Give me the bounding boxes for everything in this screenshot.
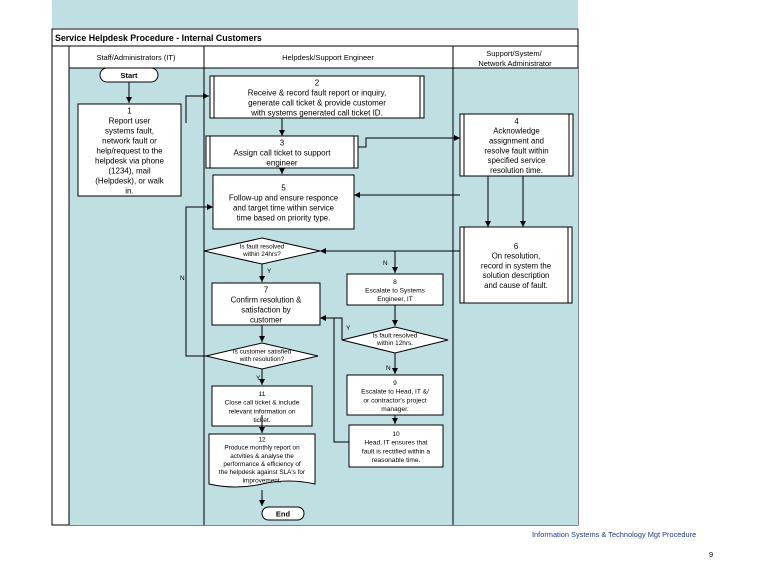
step-9-text-line: manager. [381,406,409,413]
step-2-number: 2 [315,79,320,88]
step-9-text-line: Escalate to Head, IT &/ [361,389,429,396]
step-2-text-line: generate call ticket & provide customer [248,99,386,108]
step-3-number: 3 [280,139,285,148]
connectors [126,82,526,506]
step-1-text-line: helpdesk via phone [95,157,164,166]
lane-header-staff: Staff/Administrators (IT) [96,53,176,62]
step-8-text-line: Escalate to Systems [365,288,425,295]
branch-no-satisfied: N [180,275,185,282]
step-1-text-line: Report user [109,117,151,126]
step-8-number: 8 [393,279,397,286]
step-7-text-line: customer [250,316,282,325]
step-2-text-line: Receive & record fault report or inquiry… [248,89,387,98]
page-number: 9 [709,550,714,559]
step-5-text-line: time based on priority type. [237,214,331,223]
step-4-number: 4 [514,117,519,126]
step-4-text-line: Acknowledge [493,127,539,136]
step-1-text-line: in. [125,187,133,196]
diagram-title: Service Helpdesk Procedure - Internal Cu… [55,33,262,43]
step-1-text-line: help/request to the [96,147,163,156]
step-5-text-line: Follow-up and ensure responce [229,194,338,203]
step-11-number: 11 [259,391,266,398]
step-1-number: 1 [127,107,132,116]
step-7-text-line: satisfaction by [241,306,291,315]
step-7-text-line: Confirm resolution & [231,296,302,305]
top-band [52,0,578,28]
step-4-text-line: assignment and [489,137,544,146]
end-terminal [261,506,305,521]
lane-header-sysadmin: Support/System/ Network Administrator [478,49,552,68]
step-9-text-line: or contractor's project [363,397,426,404]
step-10-text-line: reasonable time. [372,457,421,464]
start-label: Start [120,71,138,80]
step-6-text-line: and cause of fault. [484,281,548,290]
branch-yes-12hrs: Y [346,325,351,332]
step-6-text-line: record in system the [481,261,551,270]
step-10-number: 10 [392,431,400,438]
branch-no-24hrs: N [383,260,388,267]
step-4-text-line: specified service [488,156,546,165]
end-label: End [276,510,291,519]
step-4-text-line: resolution time. [490,166,543,175]
step-8-text-line: Engineer, IT [377,296,413,303]
step-1-text-line: (Helpdesk), or walk [95,177,164,186]
step-12-text-line: improvement. [243,477,282,484]
step-12-text-line: Produce monthly report on [224,445,300,452]
step-10-text-line: Head, IT ensures that [364,440,427,447]
branch-yes-satisfied: Y [256,375,261,382]
step-12-number: 12 [258,436,266,443]
step-12-text-line: actvities & analyse the [230,453,294,460]
step-1-text-line: network fault or [102,137,157,146]
branch-no-12hrs: N [386,365,391,372]
branch-yes-24hrs: Y [267,268,272,275]
step-12-text-line: performance & efficiency of [223,461,301,468]
step-7-number: 7 [264,286,268,295]
step-6-text-line: On resolution, [492,252,541,261]
step-11-text-line: relevant information on [228,408,295,415]
step-1-text-line: systems fault, [105,127,154,136]
step-3-text-line: engineer [266,159,297,168]
step-5-number: 5 [281,184,286,193]
step-2-text-line: with systems generated call ticket ID. [250,109,383,118]
step-6-box: 6On resolution,record in system thesolut… [459,226,573,304]
step-3-text-line: Assign call ticket to support [234,149,332,158]
step-4-text-line: resolve fault within [484,146,548,155]
step-10-text-line: fault is rectified within a [362,448,430,455]
lane-header-helpdesk: Helpdesk/Support Engineer [282,53,374,62]
step-6-text-line: solution description [483,271,550,280]
step-12-text-line: the helpdesk against SLA's for [219,469,306,476]
footer-caption: Information Systems & Technology Mgt Pro… [532,530,697,539]
step-6-number: 6 [514,242,518,251]
step-1-text-line: (1234), mail [108,167,150,176]
step-9-number: 9 [393,380,397,387]
step-5-text-line: and target time within service [233,204,334,213]
step-11-text-line: Close call ticket & include [225,400,300,407]
